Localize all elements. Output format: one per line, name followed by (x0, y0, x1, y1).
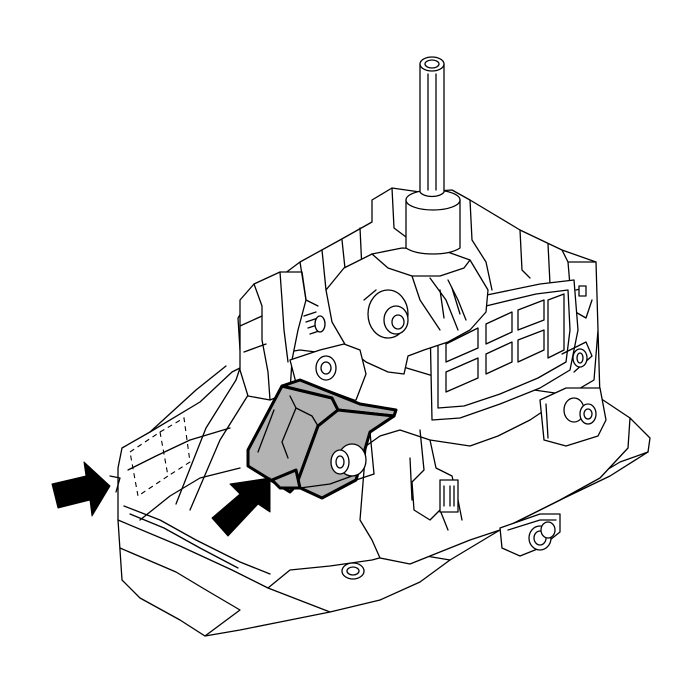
lever-shaft (419, 63, 445, 198)
shaft-top (419, 56, 445, 72)
arrow-right-icon (51, 461, 121, 517)
spring (303, 311, 323, 335)
pivot-pin (572, 348, 588, 368)
shift-lever (289, 56, 489, 405)
highlighted-lock-component (246, 378, 398, 500)
hidden-part-outline (129, 417, 191, 497)
mount-hole (341, 562, 365, 580)
arrow-up-right-icon (211, 477, 271, 537)
